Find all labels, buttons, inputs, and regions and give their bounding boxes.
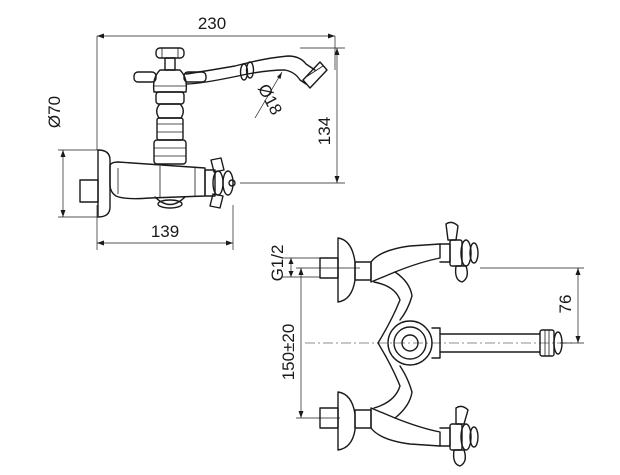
dimension-spout-offset: 76 — [480, 267, 584, 344]
top-view: G1/2 150±20 76 — [268, 221, 584, 467]
label-thread: G1/2 — [268, 245, 287, 282]
label-spout-offset: 76 — [556, 295, 575, 314]
label-depth-body: 139 — [151, 222, 179, 241]
tap-body — [109, 161, 206, 209]
dimension-width-overall: 230 — [96, 14, 336, 150]
central-body — [373, 271, 441, 419]
dimension-thread: G1/2 — [268, 245, 320, 282]
top-handle — [133, 47, 207, 83]
label-width-overall: 230 — [198, 14, 226, 33]
label-spout-diameter: Ø18 — [254, 81, 286, 118]
tap-column — [152, 69, 188, 165]
lower-inlet — [319, 391, 479, 467]
side-handle — [204, 157, 236, 209]
wall-connector — [79, 149, 111, 218]
dimension-spout-diameter: Ø18 — [254, 71, 286, 119]
label-height-spout: 134 — [315, 117, 334, 145]
dimension-rosette-diameter: Ø70 — [45, 96, 100, 218]
dimension-depth-body: 139 — [96, 205, 234, 250]
label-center-distance: 150±20 — [279, 324, 298, 381]
side-view: 230 134 139 Ø70 — [45, 14, 345, 250]
spout — [185, 55, 328, 89]
upper-inlet — [319, 221, 479, 303]
horizontal-spout — [439, 329, 563, 357]
dimension-height-spout: 134 — [240, 47, 345, 184]
label-rosette-diameter: Ø70 — [45, 96, 64, 128]
dimension-center-distance: 150±20 — [279, 267, 360, 419]
